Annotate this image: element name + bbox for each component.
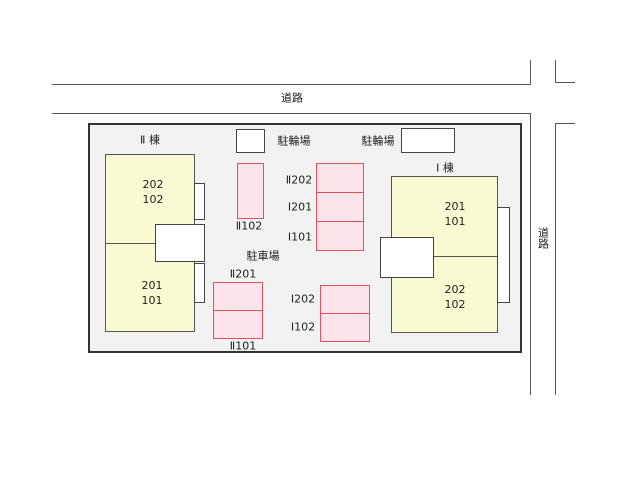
parking-label: Ⅱ101: [229, 339, 257, 353]
parking-space: [237, 163, 264, 219]
parking-space: [213, 310, 263, 339]
road-line: [52, 84, 531, 85]
building-2-label: Ⅱ 棟: [140, 133, 160, 147]
road-line: [530, 113, 531, 395]
unit-divider: [433, 256, 497, 257]
entrance: [155, 224, 205, 262]
parking-space: [316, 192, 364, 222]
parking-label: Ⅰ201: [287, 200, 313, 214]
parking-label: Ⅱ102: [235, 219, 263, 233]
bike-parking-label: 駐輪場: [277, 134, 311, 148]
road-line: [555, 82, 575, 83]
bike-parking-right: [401, 128, 455, 153]
road-line: [530, 60, 531, 85]
parking-space: [213, 282, 263, 311]
balcony: [194, 263, 205, 303]
road-line: [555, 123, 575, 124]
road-label-top: 道路: [281, 91, 303, 105]
parking-label: Ⅱ201: [229, 267, 257, 281]
unit-divider: [105, 243, 157, 244]
parking-space: [316, 163, 364, 193]
road-line: [555, 60, 556, 82]
parking-label: Ⅰ202: [290, 292, 316, 306]
balcony: [497, 207, 510, 303]
bike-parking-left: [236, 129, 265, 153]
parking-label: Ⅱ202: [285, 173, 313, 187]
balcony: [194, 183, 205, 220]
building-1-label: Ⅰ 棟: [436, 161, 454, 175]
road-line: [555, 123, 556, 395]
parking-lot-label: 駐車場: [246, 249, 280, 263]
parking-label: Ⅰ102: [290, 320, 316, 334]
road-label-right: 道路: [536, 227, 550, 249]
parking-space: [320, 313, 370, 342]
entrance: [380, 237, 434, 278]
parking-space: [320, 285, 370, 314]
parking-space: [316, 221, 364, 251]
bike-parking-label: 駐輪場: [361, 134, 395, 148]
parking-label: Ⅰ101: [287, 230, 313, 244]
road-line: [52, 113, 531, 114]
